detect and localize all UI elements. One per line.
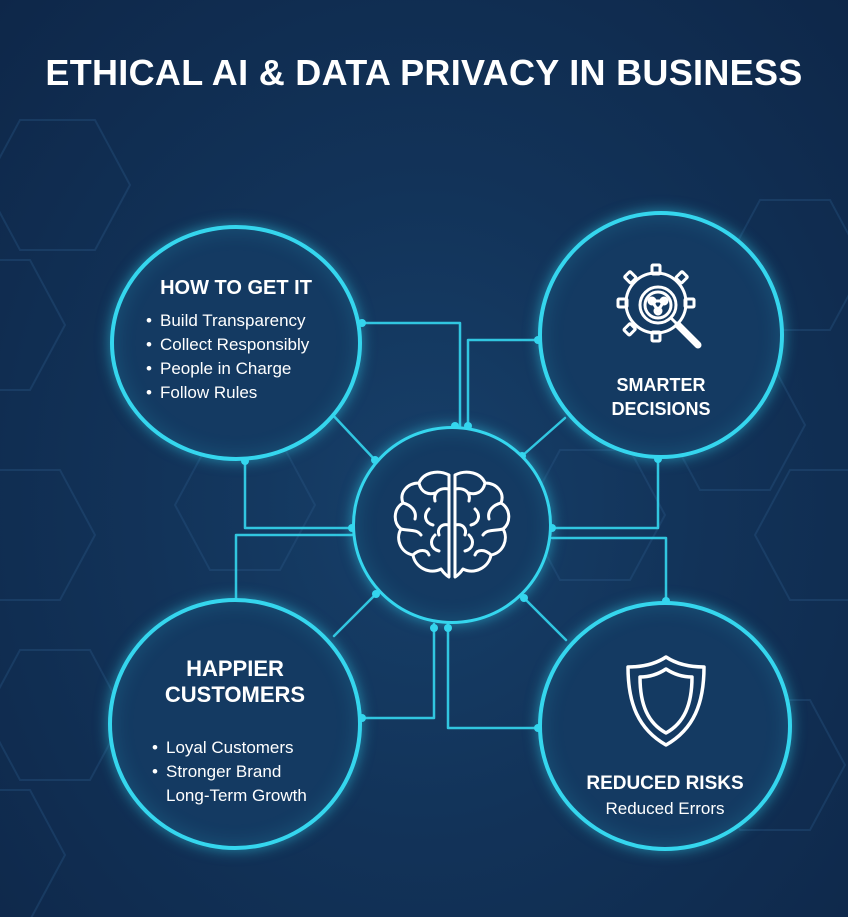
connector-risk-side bbox=[446, 622, 540, 730]
node-smart-title-line1: SMARTER bbox=[616, 375, 706, 395]
brain-icon bbox=[389, 465, 515, 587]
node-smart-title-line2: DECISIONS bbox=[611, 399, 711, 419]
node-happy-title-line1: HAPPIER bbox=[186, 656, 284, 681]
connector-how-diag bbox=[328, 410, 377, 462]
connector-how-top bbox=[360, 321, 462, 428]
list-item: •Collect Responsibly bbox=[146, 335, 310, 354]
node-how-to-get-it: HOW TO GET IT •Build Transparency •Colle… bbox=[110, 225, 362, 461]
list-item: •Build Transparency bbox=[146, 311, 306, 330]
connector-how-bottom bbox=[243, 459, 354, 530]
node-happier-customers: HAPPIER CUSTOMERS •Loyal Customers •Stro… bbox=[108, 598, 362, 850]
list-item: •Stronger Brand bbox=[152, 762, 282, 781]
connector-happy-top bbox=[234, 533, 354, 600]
page-title: ETHICAL AI & DATA PRIVACY IN BUSINESS bbox=[45, 52, 803, 93]
list-item: Long-Term Growth bbox=[166, 786, 307, 805]
node-happy-list: •Loyal Customers •Stronger Brand Long-Te… bbox=[152, 736, 307, 808]
connector-smart-diag bbox=[520, 416, 567, 458]
node-happy-title-line2: CUSTOMERS bbox=[164, 682, 306, 707]
node-risk-subtitle: Reduced Errors bbox=[605, 799, 725, 818]
node-center-brain bbox=[352, 426, 552, 624]
node-reduced-risks: REDUCED RISKS Reduced Errors bbox=[538, 601, 792, 851]
shield-icon bbox=[624, 653, 708, 749]
connector-smart-top bbox=[466, 338, 540, 428]
connector-risk-top bbox=[550, 536, 668, 603]
list-item: •Follow Rules bbox=[146, 383, 258, 402]
connector-happy-diag bbox=[332, 592, 378, 638]
node-smarter-decisions: SMARTER DECISIONS bbox=[538, 211, 784, 459]
connector-smart-bottom bbox=[550, 457, 660, 530]
gear-magnifier-icon bbox=[612, 259, 712, 359]
node-how-title: HOW TO GET IT bbox=[160, 277, 312, 299]
node-how-list: •Build Transparency •Collect Responsibly… bbox=[146, 309, 309, 405]
node-risk-title: REDUCED RISKS bbox=[586, 773, 744, 794]
connector-lines bbox=[234, 321, 668, 730]
list-item: •Loyal Customers bbox=[152, 738, 294, 757]
connector-happy-side bbox=[360, 622, 436, 720]
connector-risk-diag bbox=[522, 596, 568, 642]
list-item: •People in Charge bbox=[146, 359, 292, 378]
